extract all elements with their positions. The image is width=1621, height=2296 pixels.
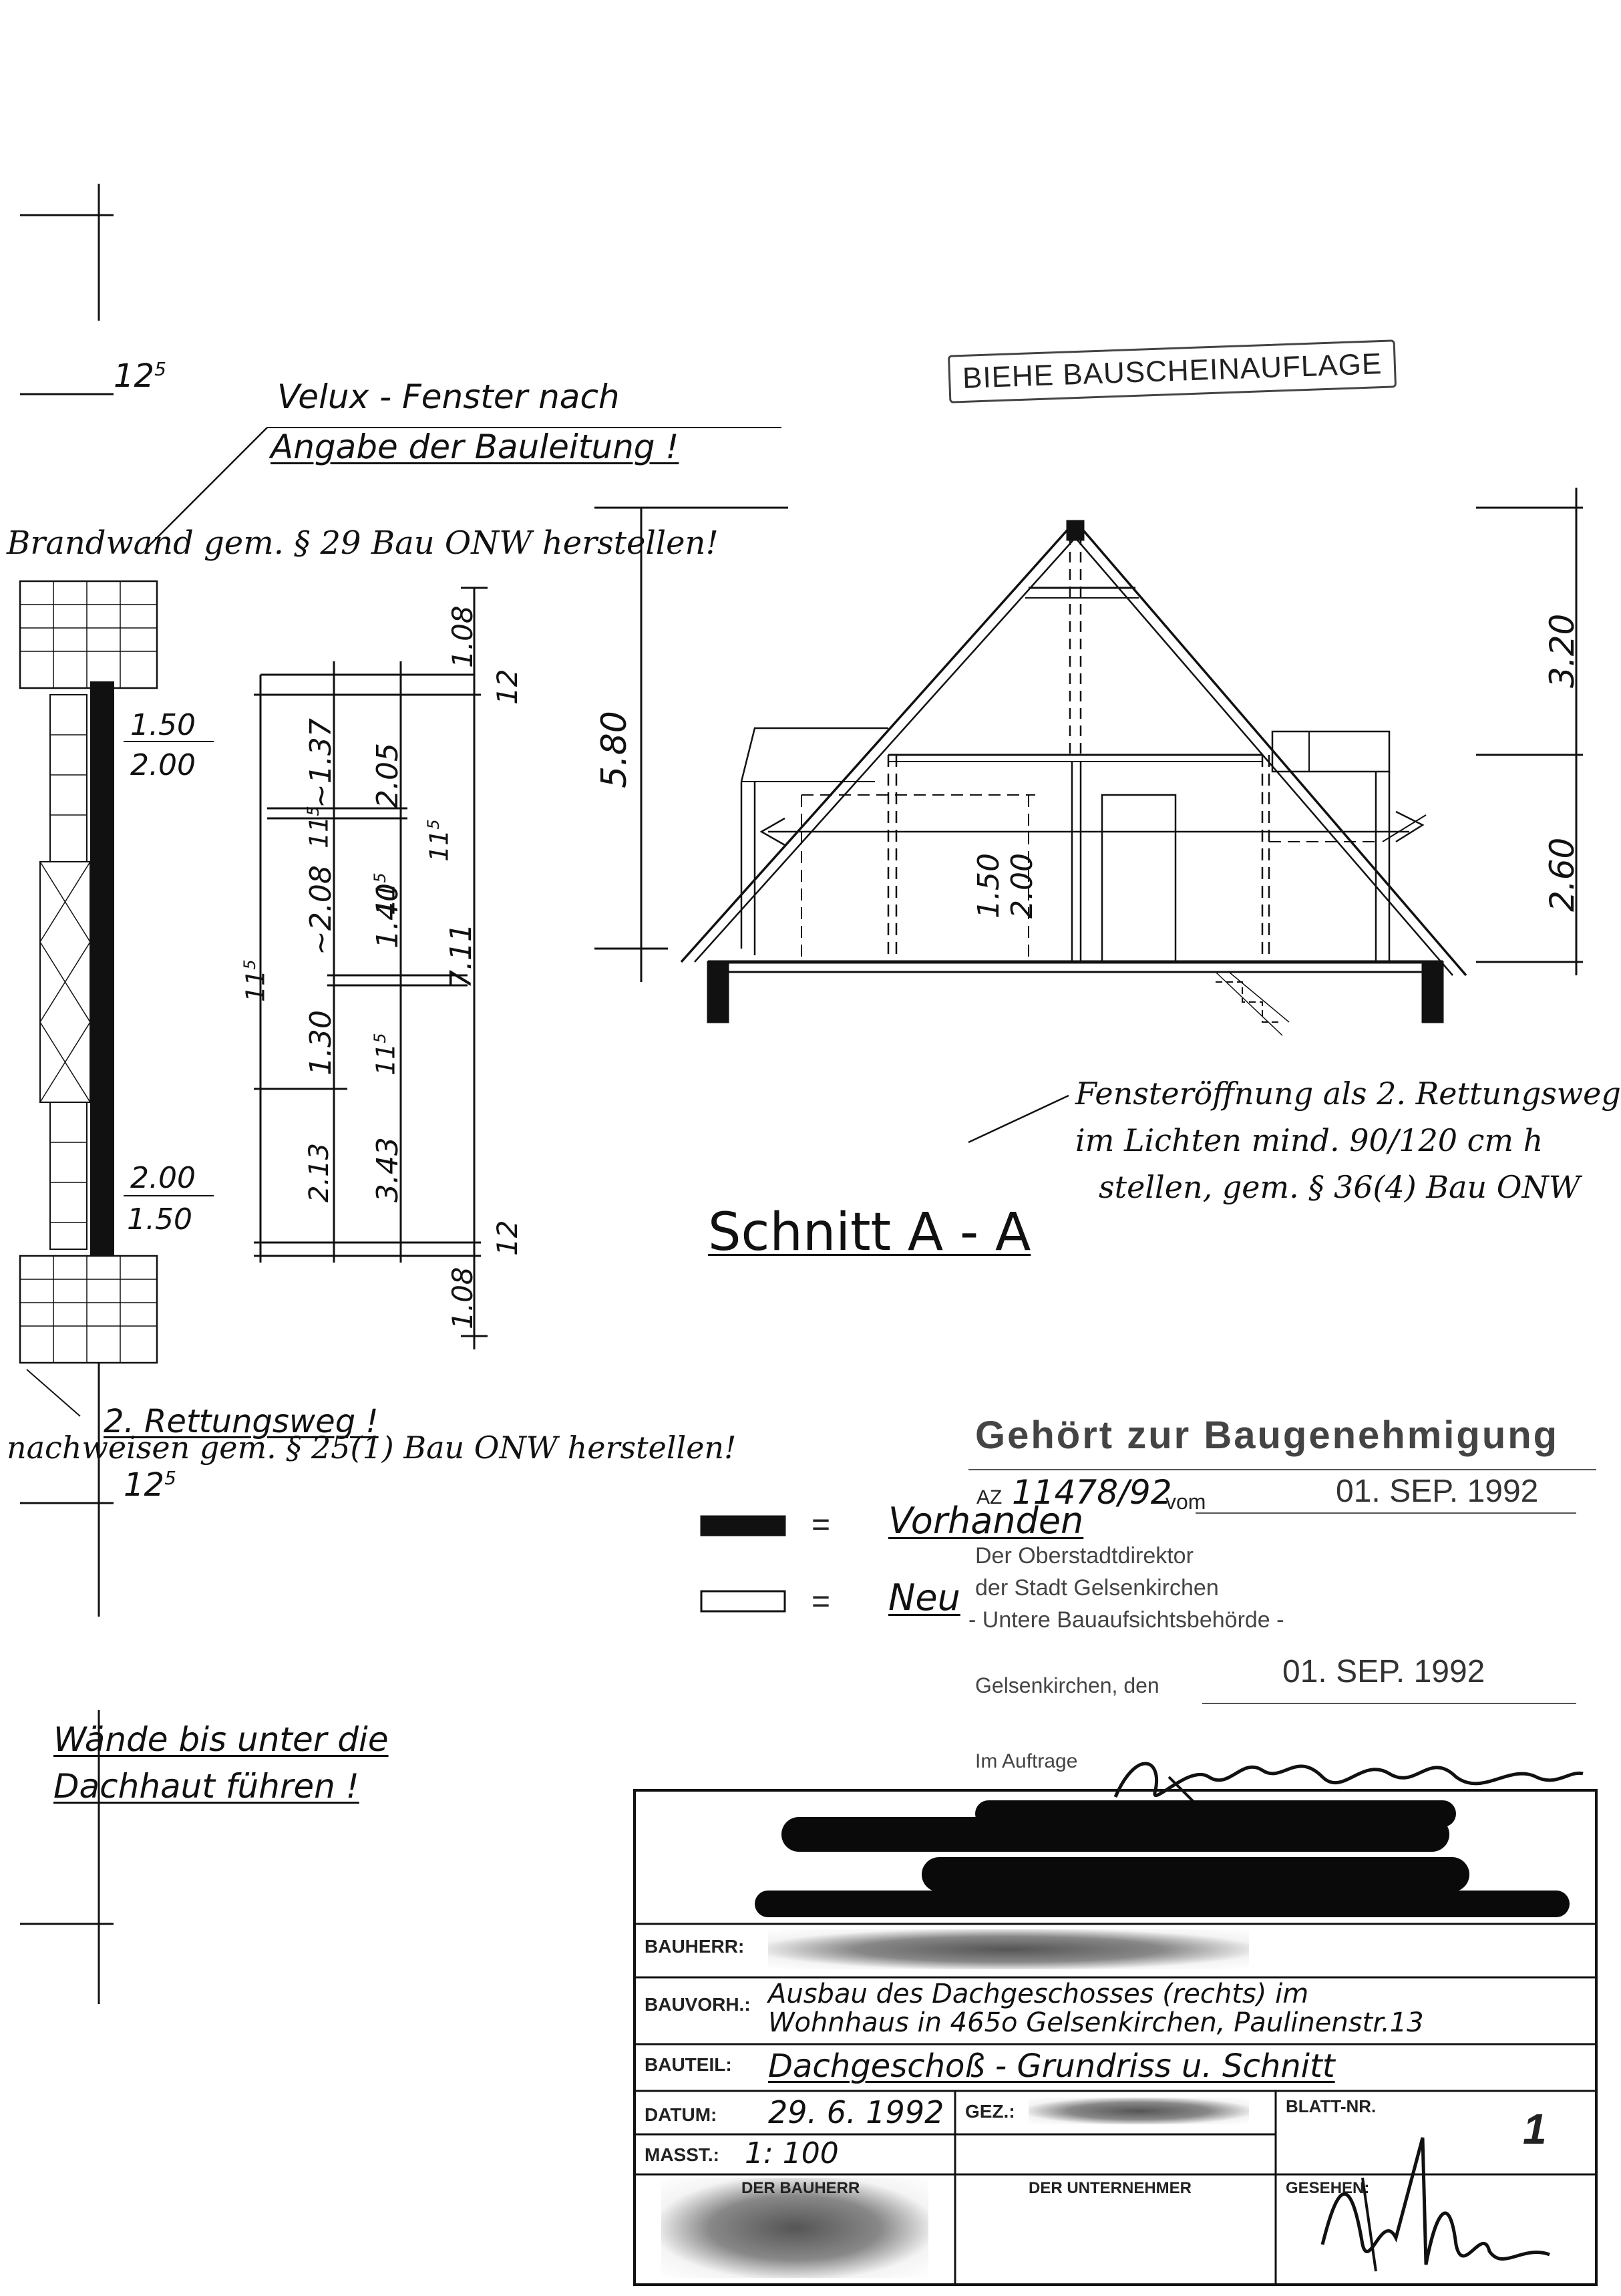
waende-note-line1: Wände bis unter die [53,1720,389,1759]
legend-new-swatch [700,1590,786,1613]
approval-vom-label: vom [1165,1490,1206,1514]
legend-existing-label: Vorhanden [888,1500,1084,1542]
redaction-3 [922,1857,1469,1892]
dim-108-top: 1.08 [446,605,479,668]
velux-note-line1: Velux - Fenster nach [277,377,620,416]
redaction-gez [1029,2098,1249,2124]
tb-bauvorh-line2: Wohnhaus in 465o Gelsenkirchen, Paulinen… [768,2007,1424,2038]
tb-bauteil-value: Dachgeschoß - Grundriss u. Schnitt [768,2047,1335,2085]
approval-office3: - Untere Bauaufsichtsbehörde - [968,1607,1284,1633]
dim-11-5-e: 115 [371,872,401,915]
velux-leader [146,427,268,548]
approval-heading: Gehört zur Baugenehmigung [975,1414,1560,1457]
legend-new-label: Neu [888,1577,960,1619]
height-580: 5.80 [594,711,635,788]
legend-existing-eq: = [812,1507,831,1542]
fenster-note-line1: Fensteröffnung als 2. Rettungsweg [1075,1076,1621,1112]
roof-left [680,520,1077,963]
velux-note-line2: Angabe der Bauleitung ! [271,428,679,466]
height-150: 1.50 [972,853,1006,919]
win-top-b: 2.00 [130,748,196,782]
height-260: 2.60 [1543,837,1582,912]
rettungsweg-leader [26,1369,81,1417]
brandwand-note: Brandwand gem. § 29 Bau ONW herstellen! [7,524,719,562]
legend-new-eq: = [812,1584,831,1619]
win-bottom-a: 2.00 [130,1161,196,1195]
fenster-leader [968,1094,1069,1144]
fenster-note-line2: im Lichten mind. 90/120 cm h [1075,1122,1544,1158]
approval-az-value: 11478/92 [1012,1473,1172,1512]
tb-bauvorh-label: BAUVORH.: [645,1994,751,2015]
redaction-2 [975,1800,1456,1827]
win-top-a: 1.50 [130,708,196,742]
dim-205: 2.05 [371,743,405,808]
tb-gez-label: GEZ.: [965,2101,1015,2122]
title-block-frame [633,1789,1598,2286]
section-door [1101,794,1177,963]
dim-12-top: 12 [491,669,524,705]
dim-12-5-bottom: 125 [124,1466,176,1504]
dim-11-5-d: 115 [371,1033,401,1076]
dim-11-5-c: 115 [240,959,271,1002]
approval-auftrag-label: Im Auftrage [975,1750,1078,1772]
approval-az-label: AZ [976,1486,1003,1508]
tb-blatt-value: 1 [1523,2105,1547,2153]
dim-137: ~1.37 [304,718,338,808]
tb-sig-bauherr: DER BAUHERR [741,2179,860,2197]
height-320: 3.20 [1543,613,1582,688]
dim-11-5-b: 115 [424,819,454,862]
dim-711: 7.11 [444,923,478,989]
approval-office1: Der Oberstadtdirektor [975,1543,1194,1569]
plan-existing-wall [90,681,114,1256]
tb-bauteil-label: BAUTEIL: [645,2054,732,2075]
tb-datum-value: 29. 6. 1992 [768,2094,944,2130]
tb-bauherr-label: BAUHERR: [645,1936,745,1957]
height-200: 2.00 [1005,853,1039,919]
dim-208: ~2.08 [304,865,338,955]
dim-108-bottom: 1.08 [446,1267,479,1329]
dim-12-bottom: 12 [491,1220,524,1256]
rettungsweg-label: 2. Rettungsweg ! [104,1403,379,1440]
tb-bauvorh-line1: Ausbau des Dachgeschosses (rechts) im [768,1979,1309,2009]
tb-sig-gesehen: GESEHEN: [1286,2179,1370,2197]
approval-city-date: 01. SEP. 1992 [1282,1654,1485,1689]
tb-masst-value: 1: 100 [745,2136,839,2170]
waende-note-line2: Dachhaut führen ! [53,1767,359,1806]
rettungsweg-note: nachweisen gem. § 25(1) Bau ONW herstell… [7,1430,737,1466]
dim-213: 2.13 [304,1142,335,1202]
section-title: Schnitt A - A [708,1202,1031,1263]
plan-wall-block-bottom [19,1255,158,1364]
redaction-sig-bauherr [661,2178,928,2278]
fenster-note-line3: stellen, gem. § 36(4) Bau ONW [1099,1169,1581,1205]
approval-vom-date: 01. SEP. 1992 [1336,1474,1539,1509]
tb-sig-unternehmer: DER UNTERNEHMER [1029,2179,1192,2197]
tb-blatt-label: BLATT-NR. [1286,2096,1377,2116]
dim-130: 1.30 [304,1010,338,1076]
plan-wall-block-top [19,580,158,689]
approval-office2: der Stadt Gelsenkirchen [975,1575,1219,1601]
dim-343: 3.43 [371,1137,405,1202]
dim-12-5-top: 125 [114,357,166,395]
legend-existing-swatch [700,1515,786,1536]
gesehen-signature [1320,2137,1550,2272]
redaction-bauherr [768,1929,1249,1969]
tb-datum-label: DATUM: [645,2104,717,2125]
tb-masst-label: MASST.: [645,2144,719,2165]
win-bottom-b: 1.50 [127,1202,192,1237]
roof-right [1074,520,1467,977]
approval-signature [1113,1762,1584,1805]
redaction-4 [755,1891,1570,1917]
dim-11-5-a: 115 [304,806,334,848]
approval-city-label: Gelsenkirchen, den [975,1673,1159,1697]
